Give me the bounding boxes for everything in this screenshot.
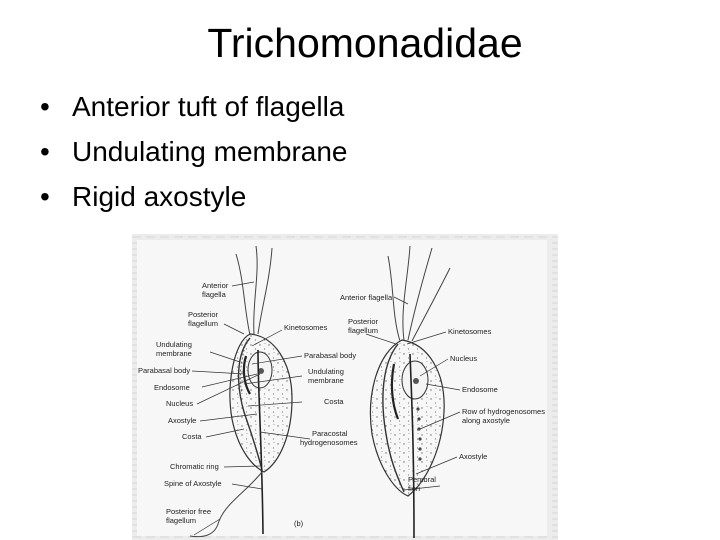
label-pembral-fiori: Pembral: [408, 475, 436, 484]
label-spine-of-axostyle: Spine of Axostyle: [164, 479, 222, 488]
label-nucleus-right: Nucleus: [450, 354, 477, 363]
bullet-text: Undulating membrane: [72, 136, 348, 167]
label-endosome: Endosome: [154, 383, 190, 392]
label-anterior-flagella-right: Anterior flagella: [340, 293, 393, 302]
bullet-icon: •: [40, 91, 50, 122]
figure-panel: [137, 240, 547, 536]
right-organism: [369, 245, 451, 539]
label-undulating-membrane-2: membrane: [156, 349, 192, 358]
label-posterior-free-flagellum-2: flagellum: [166, 516, 196, 525]
left-labels: Anterior flagella Posterior flagellum Un…: [138, 281, 229, 525]
panel-label-b: (b): [294, 519, 304, 528]
trichomonad-diagram: Anterior flagella Posterior flagellum Un…: [132, 234, 558, 540]
label-costa: Costa: [182, 432, 202, 441]
trichomonad-diagram-figure: Anterior flagella Posterior flagellum Un…: [132, 234, 558, 540]
right-labels: Anterior flagella Posterior flagellum Ki…: [340, 293, 545, 493]
label-paracostal-hydrogenosomes: Paracostal: [312, 429, 348, 438]
label-posterior-flagellum: Posterior: [188, 310, 219, 319]
label-posterior-flagellum-right-2: flagellum: [348, 326, 378, 335]
label-undulating-membrane: Undulating: [156, 340, 192, 349]
label-parabasal-body-mid: Parabasal body: [304, 351, 356, 360]
bullet-text: Anterior tuft of flagella: [72, 91, 345, 122]
left-organism: [189, 245, 293, 538]
slide-title: Trichomonadidae: [207, 20, 523, 66]
bullet-list: • Anterior tuft of flagella • Undulating m…: [40, 84, 348, 219]
label-parabasal-body: Parabasal body: [138, 366, 190, 375]
label-kinetosomes-right: Kinetosomes: [448, 327, 492, 336]
label-nucleus: Nucleus: [166, 399, 193, 408]
label-posterior-flagellum-2: flagellum: [188, 319, 218, 328]
bullet-icon: •: [40, 181, 50, 212]
label-pembral-fiori-2: fiori: [408, 484, 420, 493]
bullet-item: • Rigid axostyle: [40, 174, 348, 219]
label-axostyle: Axostyle: [168, 416, 196, 425]
label-row-of-hydrogenosomes: Row of hydrogenosomes: [462, 407, 545, 416]
label-row-of-hydrogenosomes-2: along axostyle: [462, 416, 510, 425]
label-paracostal-hydrogenosomes-2: hydrogenosomes: [300, 438, 358, 447]
label-costa-mid: Costa: [324, 397, 344, 406]
bullet-icon: •: [40, 136, 50, 167]
middle-labels: Kinetosomes Parabasal body Undulating me…: [284, 323, 358, 528]
bullet-text: Rigid axostyle: [72, 181, 247, 212]
label-posterior-flagellum-right: Posterior: [348, 317, 379, 326]
label-endosome-right: Endosome: [462, 385, 498, 394]
label-posterior-free-flagellum: Posterior free: [166, 507, 211, 516]
label-anterior-flagella-2: flagella: [202, 290, 227, 299]
leader-lines: [191, 281, 461, 536]
label-undulating-membrane-mid: Undulating: [308, 367, 344, 376]
bullet-item: • Undulating membrane: [40, 129, 348, 174]
label-chromatic-ring: Chromatic ring: [170, 462, 219, 471]
label-anterior-flagella: Anterior: [202, 281, 229, 290]
label-undulating-membrane-mid-2: membrane: [308, 376, 344, 385]
bullet-item: • Anterior tuft of flagella: [40, 84, 348, 129]
label-kinetosomes: Kinetosomes: [284, 323, 328, 332]
label-axostyle-right: Axostyle: [459, 452, 487, 461]
